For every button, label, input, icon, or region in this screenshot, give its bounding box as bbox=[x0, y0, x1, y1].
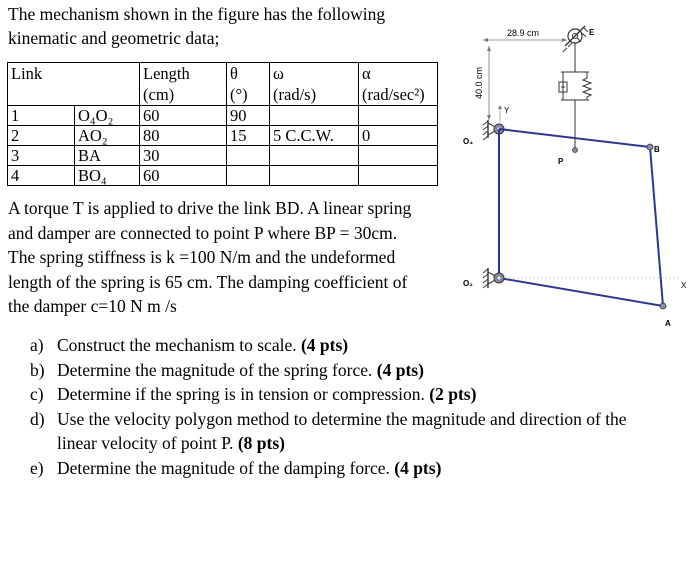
joint-P bbox=[572, 147, 578, 153]
label-A: A bbox=[665, 319, 671, 328]
cell-alpha bbox=[358, 165, 438, 186]
label-P: P bbox=[558, 157, 564, 166]
dimension-vertical: 40.0 cm bbox=[474, 46, 491, 120]
table-row: 4 BO₄ 60 bbox=[7, 165, 438, 186]
intro-line: The mechanism shown in the figure has th… bbox=[8, 4, 386, 24]
question-text: Determine the magnitude of the damping f… bbox=[57, 457, 390, 478]
body-line: A torque T is applied to drive the link … bbox=[8, 198, 412, 218]
cell-length: 60 bbox=[139, 105, 227, 126]
cell-omega bbox=[269, 145, 359, 166]
cell-length: 30 bbox=[139, 145, 227, 166]
spring-damper bbox=[558, 43, 593, 150]
label-X: X bbox=[681, 281, 687, 290]
header-omega: ω(rad/s) bbox=[269, 62, 359, 106]
cell-length: 80 bbox=[139, 125, 227, 146]
axis-X: X bbox=[505, 277, 687, 290]
question-item: e) Determine the magnitude of the damping… bbox=[30, 456, 670, 481]
dim-horizontal-label: 28.9 cm bbox=[507, 28, 539, 38]
intro-line: kinematic and geometric data; bbox=[8, 28, 220, 48]
header-link: Link bbox=[7, 62, 140, 106]
ground-O4: O₄ bbox=[463, 120, 505, 146]
question-letter: b) bbox=[30, 359, 45, 380]
label-O2: O₂ bbox=[463, 279, 473, 288]
question-item: b) Determine the magnitude of the spring … bbox=[30, 358, 670, 383]
body-line: length of the spring is 65 cm. The dampi… bbox=[8, 271, 408, 292]
question-points: (8 pts) bbox=[237, 433, 285, 453]
cell-theta bbox=[226, 145, 270, 166]
ground-E: E bbox=[562, 25, 595, 53]
question-text: Determine the magnitude of the spring fo… bbox=[57, 359, 373, 380]
link-BO4 bbox=[498, 128, 651, 148]
link-AO2 bbox=[498, 277, 664, 307]
cell-theta: 90 bbox=[226, 105, 270, 126]
dimension-horizontal: 28.9 cm bbox=[483, 28, 567, 42]
label-E: E bbox=[589, 28, 595, 37]
cell-alpha: 0 bbox=[358, 125, 438, 146]
question-item: c) Determine if the spring is in tension… bbox=[30, 382, 670, 407]
linkage bbox=[498, 128, 664, 307]
cell-name: BO₄ bbox=[74, 165, 140, 186]
problem-intro: The mechanism shown in the figure has th… bbox=[8, 2, 448, 50]
table-row: 2 AO₂ 80 15 5 C.C.W. 0 bbox=[7, 125, 438, 146]
cell-theta bbox=[226, 165, 270, 186]
cell-omega: 5 C.C.W. bbox=[269, 125, 359, 146]
question-points: (2 pts) bbox=[429, 384, 477, 404]
joint-B bbox=[646, 143, 654, 151]
cell-omega bbox=[269, 105, 359, 126]
question-item: d) Use the velocity polygon method to det… bbox=[30, 407, 670, 456]
ground-O2: O₂ bbox=[463, 268, 505, 289]
question-letter: c) bbox=[30, 384, 44, 404]
question-points: (4 pts) bbox=[376, 359, 424, 380]
cell-link: 1 bbox=[7, 105, 75, 126]
problem-body: A torque T is applied to drive the link … bbox=[8, 196, 448, 319]
cell-name: O₄O₂ bbox=[74, 105, 140, 126]
question-letter: a) bbox=[30, 335, 44, 355]
cell-link: 4 bbox=[7, 165, 75, 186]
question-letter: e) bbox=[30, 457, 44, 478]
body-line: the damper c=10 N m /s bbox=[8, 296, 177, 316]
label-O4: O₄ bbox=[463, 137, 473, 146]
dim-vertical-label: 40.0 cm bbox=[474, 67, 484, 99]
question-list: a) Construct the mechanism to scale. (4 p… bbox=[30, 333, 670, 480]
cell-omega bbox=[269, 165, 359, 186]
table-row: 1 O₄O₂ 60 90 bbox=[7, 105, 438, 126]
spring-icon bbox=[581, 72, 593, 100]
table-row: 3 BA 30 bbox=[7, 145, 438, 166]
question-text: Construct the mechanism to scale. bbox=[57, 335, 297, 355]
question-text: Use the velocity polygon method to deter… bbox=[57, 408, 627, 454]
question-text: Determine if the spring is in tension or… bbox=[57, 384, 425, 404]
mechanism-figure: 28.9 cm 40.0 cm E bbox=[463, 25, 687, 328]
header-theta: θ(°) bbox=[226, 62, 270, 106]
header-alpha: α(rad/sec²) bbox=[358, 62, 438, 106]
question-points: (4 pts) bbox=[300, 335, 349, 355]
cell-length: 60 bbox=[139, 165, 227, 186]
header-length: Length(cm) bbox=[139, 62, 227, 106]
cell-alpha bbox=[358, 105, 438, 126]
question-item: a) Construct the mechanism to scale. (4 p… bbox=[30, 333, 670, 358]
data-table: Link Length(cm) θ(°) ω(rad/s) α(rad/sec²… bbox=[7, 62, 438, 186]
label-B: B bbox=[654, 145, 660, 154]
link-BA bbox=[649, 146, 664, 307]
question-points: (4 pts) bbox=[394, 457, 442, 478]
body-line: The spring stiffness is k =100 N/m and t… bbox=[8, 247, 396, 267]
cell-link: 3 bbox=[7, 145, 75, 166]
axis-Y: Y bbox=[498, 105, 510, 122]
cell-theta: 15 bbox=[226, 125, 270, 146]
cell-name: AO₂ bbox=[74, 125, 140, 146]
label-Y: Y bbox=[504, 106, 510, 115]
body-line: and damper are connected to point P wher… bbox=[8, 222, 398, 243]
cell-alpha bbox=[358, 145, 438, 166]
joint-A bbox=[659, 302, 667, 310]
cell-link: 2 bbox=[7, 125, 75, 146]
question-letter: d) bbox=[30, 408, 45, 429]
table-header-row: Link Length(cm) θ(°) ω(rad/s) α(rad/sec²… bbox=[7, 62, 438, 106]
cell-name: BA bbox=[74, 145, 140, 166]
damper-icon bbox=[558, 81, 568, 93]
